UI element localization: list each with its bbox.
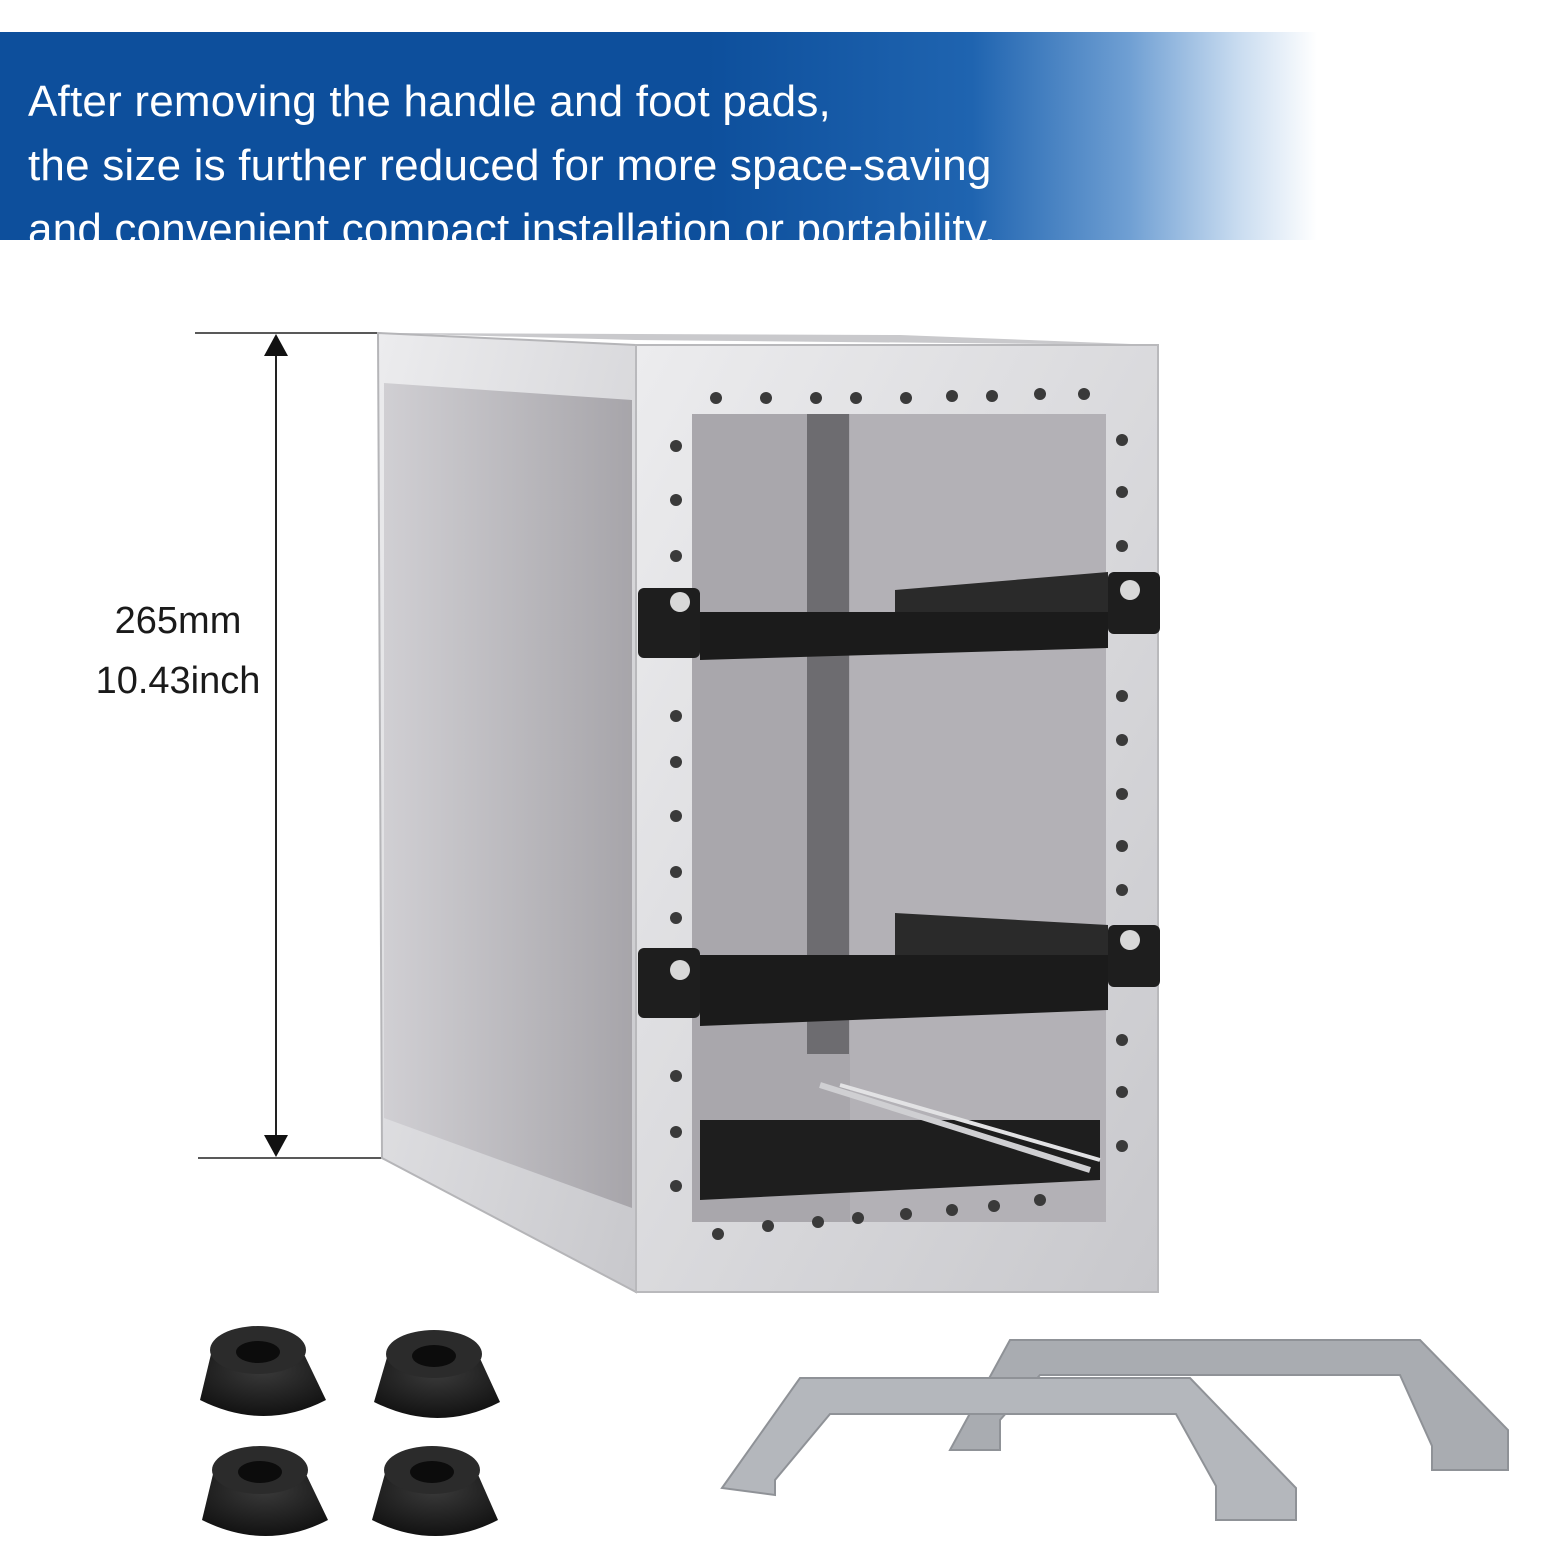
arrow-down-icon (264, 1135, 288, 1157)
height-label-mm: 265mm (114, 600, 242, 642)
enclosure-case (376, 331, 1160, 1294)
frame-holes (670, 388, 1128, 1240)
handle (720, 1377, 1297, 1521)
height-dimension-marker (195, 332, 382, 1159)
handles (720, 1339, 1509, 1521)
screw-icon (670, 960, 690, 980)
caption-banner: After removing the handle and foot pads,… (0, 32, 1568, 252)
foot-pad (372, 1446, 498, 1536)
caption-line-2: the size is further reduced for more spa… (28, 141, 992, 190)
screw-icon (1120, 580, 1140, 600)
caption-line-3: and convenient compact installation or p… (28, 205, 997, 254)
handle (948, 1339, 1509, 1471)
screw-icon (1120, 930, 1140, 950)
foot-pad (202, 1446, 328, 1536)
side-glass-panel (384, 383, 632, 1208)
caption-line-1: After removing the handle and foot pads, (28, 77, 831, 126)
foot-pads (200, 1326, 500, 1536)
lower-shelf (638, 913, 1160, 1026)
foot-pad (374, 1330, 500, 1418)
screw-icon (670, 592, 690, 612)
foot-pad (200, 1326, 326, 1416)
height-label-inch: 10.43inch (95, 660, 261, 702)
arrow-up-icon (264, 334, 288, 356)
upper-shelf (638, 572, 1160, 660)
rear-rail (807, 414, 849, 1054)
